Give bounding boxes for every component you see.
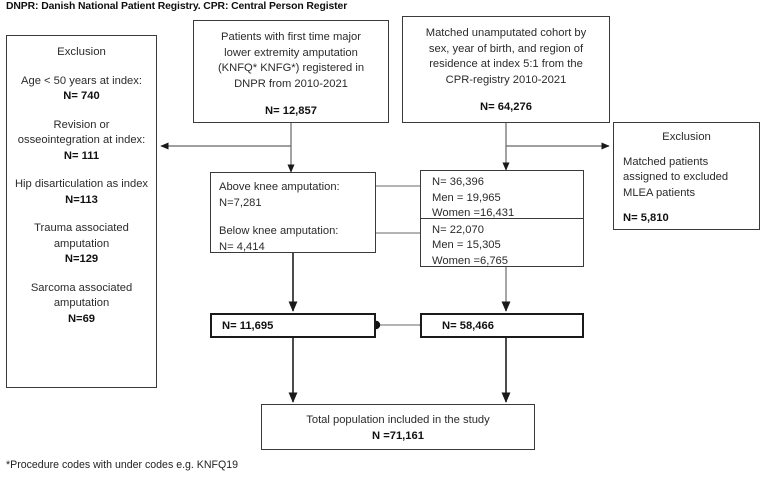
exclusion-left-item-3: Trauma associated amputation N=129	[7, 221, 156, 268]
exclusion-reason: Age < 50 years at index:	[21, 74, 142, 87]
exclusion-reason: Hip disarticulation as index	[14, 178, 149, 190]
source-dnpr-box: Patients with first time major lower ext…	[193, 20, 389, 123]
below-knee-count: N= 4,414	[219, 240, 265, 253]
matched-total-count: N= 58,466	[442, 320, 494, 332]
exclusion-reason: Revision or osseointegration at index:	[17, 118, 146, 147]
exclusion-count: N=113	[65, 193, 98, 206]
exclusion-left-item-2: Hip disarticulation as index N=113	[7, 177, 156, 208]
matched-top-men: Men = 19,965	[432, 191, 501, 204]
source-cpr-count: N= 64,276	[480, 101, 532, 113]
source-dnpr-count: N= 12,857	[265, 105, 317, 117]
below-knee-label: Below knee amputation:	[219, 225, 339, 237]
below-knee-group: Below knee amputation: N= 4,414	[219, 224, 375, 255]
matched-bottom-group: N= 22,070 Men = 15,305 Women =6,765	[421, 219, 583, 267]
matched-top-group: N= 36,396 Men = 19,965 Women =16,431	[421, 171, 583, 219]
above-knee-group: Above knee amputation: N=7,281	[219, 180, 375, 211]
footnote: *Procedure codes with under codes e.g. K…	[6, 459, 239, 471]
matched-cohort-split-box: N= 36,396 Men = 19,965 Women =16,431 N= …	[420, 170, 584, 267]
exclusion-count: N= 740	[63, 90, 100, 102]
exclusion-left-item-0: Age < 50 years at index: N= 740	[7, 74, 156, 105]
above-knee-count: N=7,281	[219, 196, 262, 209]
amputated-total-box: N= 11,695	[210, 313, 376, 338]
exclusion-reason: Sarcoma associated amputation	[30, 281, 133, 310]
page-title: DNPR: Danish National Patient Registry. …	[6, 1, 348, 12]
source-cpr-box: Matched unamputated cohort by sex, year …	[402, 16, 610, 123]
exclusion-right-header: Exclusion	[662, 131, 711, 143]
exclusion-left-header: Exclusion	[57, 46, 106, 58]
matched-top-count: N= 36,396	[432, 176, 484, 188]
exclusion-count: N=129	[64, 253, 99, 265]
final-population-count: N =71,161	[372, 429, 424, 442]
matched-total-box: N= 58,466	[420, 313, 584, 338]
matched-bottom-count: N= 22,070	[432, 223, 484, 236]
exclusion-left-item-1: Revision or osseointegration at index: N…	[7, 118, 156, 165]
exclusion-count: N= 111	[63, 149, 100, 162]
exclusion-count: N=69	[67, 312, 96, 325]
matched-bottom-men: Men = 15,305	[432, 239, 501, 251]
source-cpr-description: Matched unamputated cohort by sex, year …	[425, 27, 587, 86]
final-population-box: Total population included in the study N…	[261, 404, 535, 450]
source-dnpr-description: Patients with first time major lower ext…	[217, 31, 365, 90]
knee-amputation-split-box: Above knee amputation: N=7,281 Below kne…	[210, 172, 376, 253]
amputated-total-count: N= 11,695	[222, 320, 274, 332]
above-knee-label: Above knee amputation:	[219, 181, 340, 193]
matched-top-women: Women =16,431	[432, 207, 515, 219]
final-population-label: Total population included in the study	[306, 414, 490, 426]
exclusion-reason: Trauma associated amputation	[34, 222, 129, 250]
matched-bottom-women: Women =6,765	[432, 254, 508, 267]
exclusion-right-box: Exclusion Matched patients assigned to e…	[613, 122, 760, 230]
exclusion-left-item-4: Sarcoma associated amputation N=69	[7, 281, 156, 328]
exclusion-right-count: N= 5,810	[623, 212, 669, 224]
exclusion-left-box: Exclusion Age < 50 years at index: N= 74…	[6, 35, 157, 388]
exclusion-right-description: Matched patients assigned to excluded ML…	[623, 155, 729, 199]
